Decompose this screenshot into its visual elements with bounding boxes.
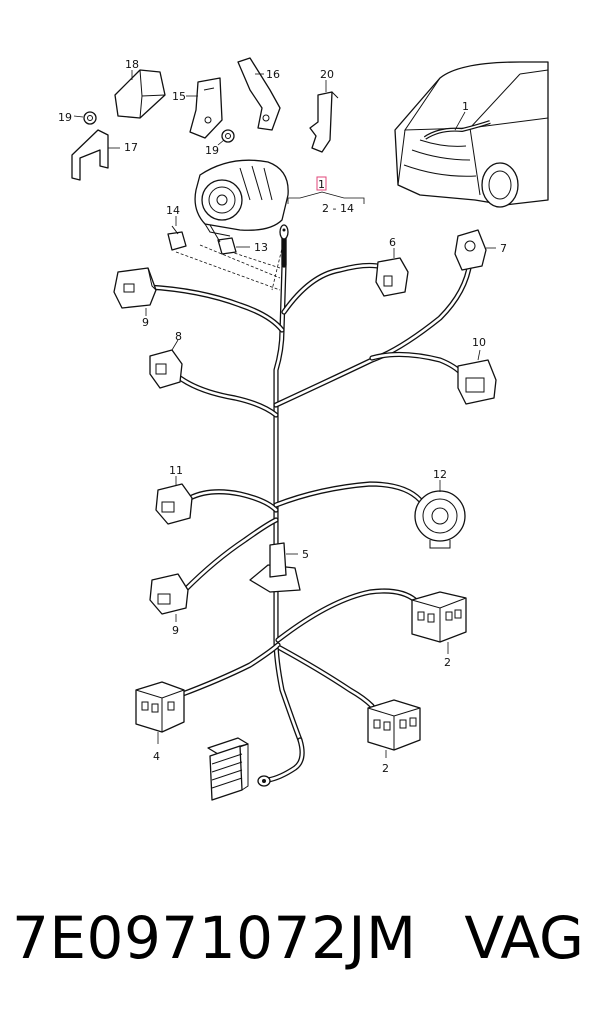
connector-7: 7 xyxy=(454,229,507,271)
callout-12: 12 xyxy=(433,468,447,481)
part-16-bracket: 16 xyxy=(237,57,281,131)
dashed-reference-lines xyxy=(175,239,285,291)
connector-2-lower: 2 xyxy=(367,699,421,775)
callout-20: 20 xyxy=(320,68,334,81)
callout-9-lower: 9 xyxy=(172,624,179,637)
callout-8: 8 xyxy=(175,330,182,343)
connector-9-lower: 9 xyxy=(149,573,189,637)
callout-18: 18 xyxy=(125,58,139,71)
connector-9-top: 9 xyxy=(113,267,157,329)
vehicle-illustration: 1 xyxy=(394,61,549,208)
part-19-nut-top: 19 xyxy=(58,111,97,125)
part-20-bracket: 20 xyxy=(309,68,339,153)
connector-6: 6 xyxy=(375,236,409,297)
connector-11: 11 xyxy=(155,464,193,525)
callout-2-upper: 2 xyxy=(444,656,451,669)
callout-16: 16 xyxy=(266,68,280,81)
connector-4: 4 xyxy=(135,681,185,763)
callout-1-vehicle: 1 xyxy=(462,100,469,113)
callout-14: 14 xyxy=(166,204,180,217)
harness-wires xyxy=(145,232,473,783)
callout-17: 17 xyxy=(124,141,138,154)
callout-group-1-2-14: 1 2 - 14 xyxy=(287,176,365,215)
fuse-strip xyxy=(207,737,249,801)
callout-10: 10 xyxy=(472,336,486,349)
wiring-harness-diagram: 1 18 19 17 15 19 16 xyxy=(58,57,549,801)
alternator xyxy=(194,159,289,237)
callout-6: 6 xyxy=(389,236,396,249)
connector-2-upper: 2 xyxy=(411,591,467,669)
connector-8: 8 xyxy=(149,330,183,389)
brand-name: VAG xyxy=(464,904,584,972)
connector-12: 12 xyxy=(414,468,466,549)
callout-11: 11 xyxy=(169,464,183,477)
callout-15: 15 xyxy=(172,90,186,103)
callout-2-lower: 2 xyxy=(382,762,389,775)
part-14-clip: 14 xyxy=(166,204,187,251)
connector-10: 10 xyxy=(457,336,497,405)
callout-19-lower: 19 xyxy=(205,144,219,157)
callout-5: 5 xyxy=(302,548,309,561)
callout-13: 13 xyxy=(254,241,268,254)
ring-terminal-top xyxy=(279,224,289,240)
callout-19-top: 19 xyxy=(58,111,72,124)
part-15-bracket: 15 xyxy=(172,77,223,139)
part-19-nut-lower: 19 xyxy=(205,129,235,157)
part-number: 7E0971072JM xyxy=(12,904,417,972)
callout-2-14: 2 - 14 xyxy=(322,202,354,215)
ring-terminal-ground xyxy=(257,775,271,787)
callout-4: 4 xyxy=(153,750,160,763)
part-17-bracket: 17 xyxy=(71,129,138,181)
grommet-5: 5 xyxy=(249,542,309,593)
callout-1-boxed: 1 xyxy=(318,178,325,191)
callout-9-top: 9 xyxy=(142,316,149,329)
callout-7: 7 xyxy=(500,242,507,255)
part-13-clip: 13 xyxy=(209,224,268,255)
part-18-clip: 18 xyxy=(114,58,166,119)
